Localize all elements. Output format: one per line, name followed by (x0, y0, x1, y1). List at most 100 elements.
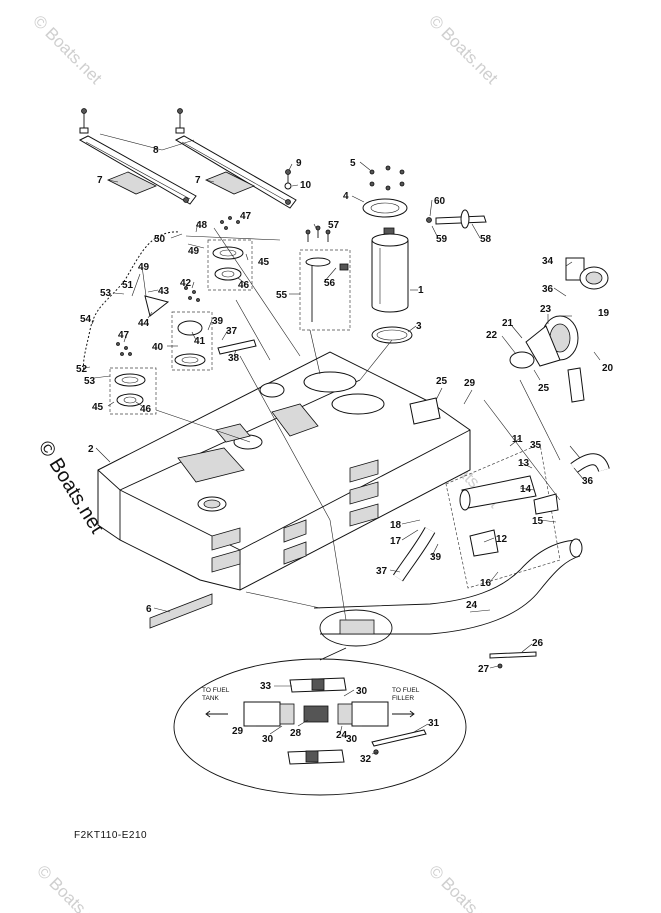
callout-49b: 49 (138, 262, 150, 273)
watermark-bottom-right: © Boats.net (425, 861, 502, 913)
callout-39b: 39 (430, 552, 442, 563)
vent-hose-54 (82, 230, 181, 373)
callout-47b: 47 (118, 330, 130, 341)
callout-18: 18 (390, 520, 402, 531)
clamp-26 (489, 651, 537, 669)
filler-neck-19 (525, 315, 579, 367)
svg-text:© Boats.net: © Boats.net (425, 861, 502, 913)
callout-44: 44 (138, 318, 150, 329)
fuel-tank-2 (97, 351, 471, 591)
bolt-9 (284, 169, 292, 190)
gauge-probe-55 (299, 249, 351, 331)
callout-31: 31 (428, 718, 440, 729)
callout-25b: 25 (538, 383, 550, 394)
water-separator-14 (445, 443, 561, 589)
callout-11: 11 (512, 434, 523, 445)
callout-41: 41 (194, 336, 206, 347)
callout-39a: 39 (212, 316, 224, 327)
to-fuel-filler-label-1: TO FUEL (392, 687, 420, 694)
callout-13: 13 (518, 458, 530, 469)
callout-55: 55 (276, 290, 288, 301)
callout-35: 35 (530, 440, 542, 451)
callout-30a: 30 (356, 686, 368, 697)
callout-20: 20 (602, 363, 614, 374)
callout-34: 34 (542, 256, 554, 267)
callout-29: 29 (464, 378, 476, 389)
callout-58: 58 (480, 234, 492, 245)
callout-8: 8 (153, 145, 159, 156)
leader-lines (83, 133, 601, 755)
filler-hose-24 (313, 538, 583, 635)
callout-38: 38 (228, 353, 240, 364)
callout-43: 43 (158, 286, 170, 297)
watermark-bottom-left: © Boats.net (33, 861, 110, 913)
pad-left (107, 171, 157, 195)
callout-21: 21 (502, 318, 514, 329)
joint-area (319, 609, 393, 647)
watermark-top-right: © Boats.net (425, 11, 502, 88)
strap-left (78, 108, 197, 205)
svg-text:© Boats.net: © Boats.net (29, 11, 106, 88)
callout-42: 42 (180, 278, 192, 289)
callout-51: 51 (122, 280, 134, 291)
callout-45b: 45 (92, 402, 104, 413)
callout-56: 56 (324, 278, 336, 289)
pad-right (205, 171, 255, 195)
callout-53b: 53 (84, 376, 96, 387)
screws-57 (305, 225, 331, 242)
callout-48: 48 (196, 220, 208, 231)
callout-29-detail: 29 (232, 726, 244, 737)
svg-text:© Boats.net: © Boats.net (34, 437, 108, 538)
callout-52: 52 (76, 364, 88, 375)
callout-1: 1 (418, 285, 424, 296)
plate-45-lower (109, 367, 157, 415)
mat-6 (149, 593, 213, 629)
callout-9: 9 (296, 158, 302, 169)
callout-3: 3 (416, 321, 422, 332)
callout-53a: 53 (100, 288, 112, 299)
callout-24-detail: 24 (336, 730, 348, 741)
to-fuel-tank-label-2: TANK (202, 695, 220, 702)
callout-23: 23 (540, 304, 552, 315)
callout-16: 16 (480, 578, 492, 589)
gasket-22 (509, 351, 535, 369)
callout-36b: 36 (582, 476, 594, 487)
callout-60: 60 (434, 196, 446, 207)
callout-37b: 37 (376, 566, 388, 577)
callout-32: 32 (360, 754, 372, 765)
callout-10: 10 (300, 180, 312, 191)
callout-6: 6 (146, 604, 152, 615)
diagram-code: F2KT110-E210 (74, 830, 147, 841)
callout-40: 40 (152, 342, 164, 353)
callout-28: 28 (290, 728, 302, 739)
svg-text:© Boats.net: © Boats.net (425, 11, 502, 88)
sender-flange-4 (362, 198, 408, 218)
callout-2: 2 (88, 444, 94, 455)
hose-35 (570, 453, 610, 473)
callout-4: 4 (343, 191, 349, 202)
callout-30b: 30 (262, 734, 274, 745)
callout-46b: 46 (140, 404, 152, 415)
callout-14: 14 (520, 484, 532, 495)
callout-46a: 46 (238, 280, 250, 291)
plate-40 (171, 311, 213, 371)
watermark-center-left: © Boats.net (34, 437, 108, 538)
callout-19: 19 (598, 308, 610, 319)
callout-22: 22 (486, 330, 498, 341)
callout-54: 54 (80, 314, 92, 325)
filler-hose (567, 367, 585, 403)
to-fuel-filler-label-2: FILLER (392, 695, 414, 702)
small-fasteners (116, 216, 240, 356)
callout-7b: 7 (195, 175, 201, 186)
detail-callout: TO FUEL TANK TO FUEL FILLER (173, 647, 467, 796)
plate-45-upper (207, 239, 253, 291)
hose-38 (217, 339, 257, 355)
callout-45a: 45 (258, 257, 270, 268)
callout-5: 5 (350, 158, 356, 169)
callout-25a: 25 (436, 376, 448, 387)
to-fuel-tank-label-1: TO FUEL (202, 687, 230, 694)
callout-17: 17 (390, 536, 402, 547)
callout-30c: 30 (346, 734, 358, 745)
bracket-44 (144, 295, 170, 317)
